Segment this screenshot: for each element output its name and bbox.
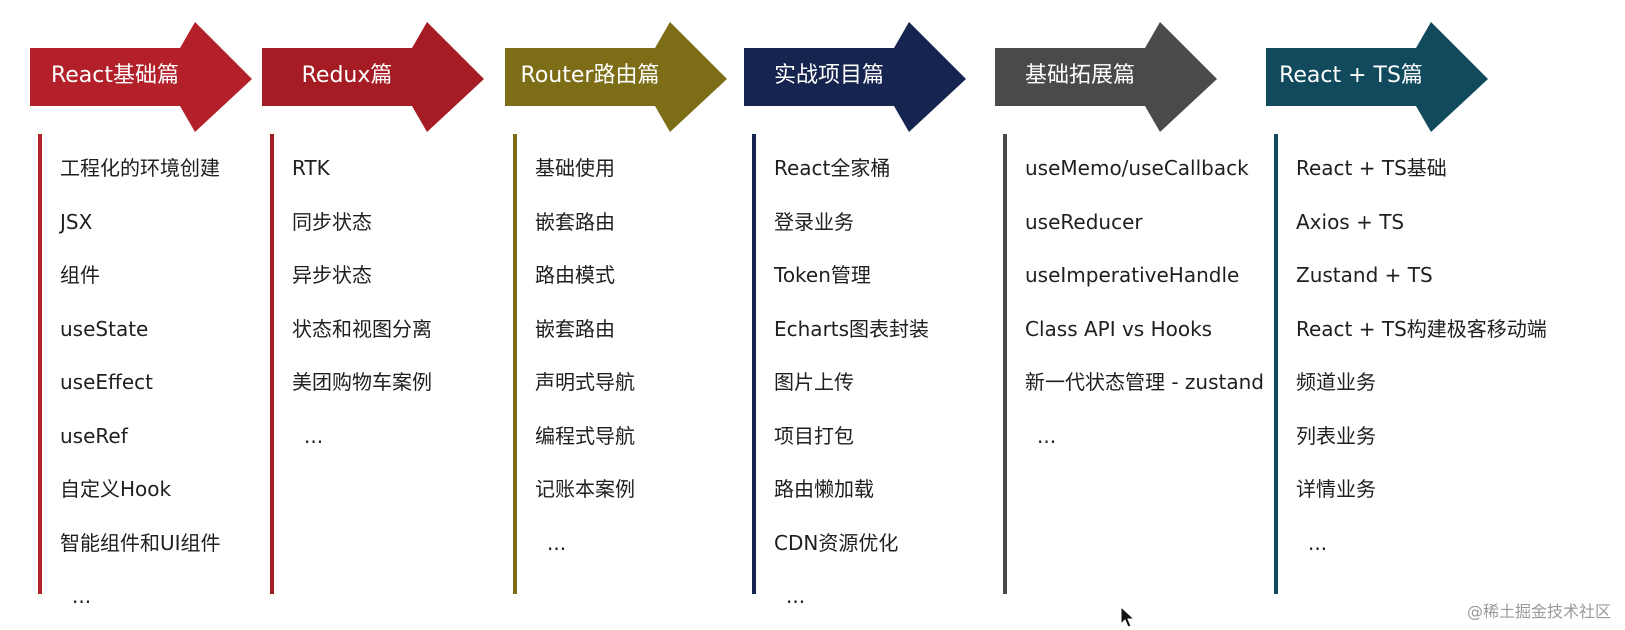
stage-arrow-icon [744,22,966,132]
topic-item: useEffect [60,370,153,394]
stage-column: 基础拓展篇 useMemo/useCallback useReducer useImp… [995,0,1264,628]
topic-item: 自定义Hook [60,477,172,501]
topic-item: 路由懒加载 [774,477,874,501]
stage-arrow-icon [30,22,252,132]
stage-arrow-icon [262,22,484,132]
topic-item: 列表业务 [1296,423,1376,448]
stage-column: Router路由篇基础使用嵌套路由路由模式嵌套路由声明式导航编程式导航记账本案例… [505,0,745,628]
topic-item: useState [60,316,149,341]
topic-item: 组件 [60,263,100,287]
topic-item: React + TS基础 [1296,156,1447,180]
topic-item: 状态和视图分离 [292,316,432,341]
topic-item: ... [1037,423,1057,448]
topic-item: 异步状态 [292,263,372,287]
topic-item: 新一代状态管理 - zustand [1025,370,1264,394]
topic-item: 记账本案例 [535,477,635,501]
topic-item: 工程化的环境创建 [60,156,220,180]
topic-item: Axios + TS [1296,209,1405,234]
topic-list: React + TS基础 Axios + TS Zustand + TS React … [1296,148,1547,576]
topic-item: 基础使用 [535,156,615,180]
stage-arrow-icon [505,22,727,132]
stage-divider-line [1274,134,1278,594]
topic-list: RTK 同步状态异步状态状态和视图分离美团购物车案例... [292,148,432,469]
topic-item: 声明式导航 [535,370,635,394]
stage-column: React + TS篇 React + TS基础 Axios + TS Zustand… [1266,0,1547,628]
stage-divider-line [513,134,517,594]
topic-item: React全家桶 [774,156,891,180]
watermark: @稀土掘金技术社区 [1466,602,1611,621]
topic-item: React + TS构建极客移动端 [1296,316,1547,341]
topic-item: CDN资源优化 [774,530,899,555]
topic-item: 登录业务 [774,209,854,234]
topic-item: 项目打包 [774,423,854,448]
topic-list: useMemo/useCallback useReducer useImperati… [1025,148,1264,469]
mouse-cursor-icon [1120,606,1136,628]
stage-arrow-icon [995,22,1217,132]
topic-item: ... [304,423,324,448]
topic-item: Class API vs Hooks [1025,316,1213,341]
topic-item: 美团购物车案例 [292,370,432,394]
topic-list: 基础使用嵌套路由路由模式嵌套路由声明式导航编程式导航记账本案例... [535,148,635,576]
topic-item: useMemo/useCallback [1025,156,1249,180]
stage-title: Router路由篇 [520,63,660,88]
topic-item: Zustand + TS [1296,263,1433,287]
stage-title: Redux篇 [301,63,393,88]
stage-title: 基础拓展篇 [1024,63,1135,88]
topic-item: 路由模式 [535,263,615,287]
topic-item: 智能组件和UI组件 [60,530,221,555]
topic-item: ... [786,584,806,608]
topic-item: 图片上传 [774,370,854,394]
topic-item: 频道业务 [1296,370,1376,394]
topic-item: ... [1308,530,1328,555]
topic-item: 详情业务 [1296,477,1376,501]
topic-item: 嵌套路由 [535,316,615,341]
stage-column: Redux篇 RTK 同步状态异步状态状态和视图分离美团购物车案例... [262,0,502,628]
topic-item: Token管理 [774,263,871,287]
stage-divider-line [1003,134,1007,594]
topic-item: 同步状态 [292,209,372,234]
stage-column: 实战项目篇 React全家桶登录业务 Token管理 Echarts图表封装图片上传项… [744,0,984,628]
topic-item: useImperativeHandle [1025,263,1240,287]
stage-title: React + TS篇 [1279,63,1423,88]
topic-item: 嵌套路由 [535,209,615,234]
topic-item: ... [72,584,92,608]
stage-column: React基础篇工程化的环境创建 JSX 组件 useState useEffect us… [30,0,270,628]
topic-item: 编程式导航 [535,423,635,448]
topic-item: useRef [60,423,128,448]
topic-item: useReducer [1025,209,1143,234]
topic-item: ... [547,530,567,555]
topic-list: 工程化的环境创建 JSX 组件 useState useEffect useRef 自定义H… [60,148,221,630]
stage-title: 实战项目篇 [773,63,884,88]
stage-title: React基础篇 [50,63,180,88]
topic-item: Echarts图表封装 [774,316,930,341]
topic-item: JSX [60,209,93,234]
stage-arrow-icon [1266,22,1488,132]
stage-divider-line [752,134,756,594]
stage-divider-line [270,134,274,594]
topic-list: React全家桶登录业务 Token管理 Echarts图表封装图片上传项目打包路由… [774,148,929,630]
stage-divider-line [38,134,42,594]
topic-item: RTK [292,156,330,180]
